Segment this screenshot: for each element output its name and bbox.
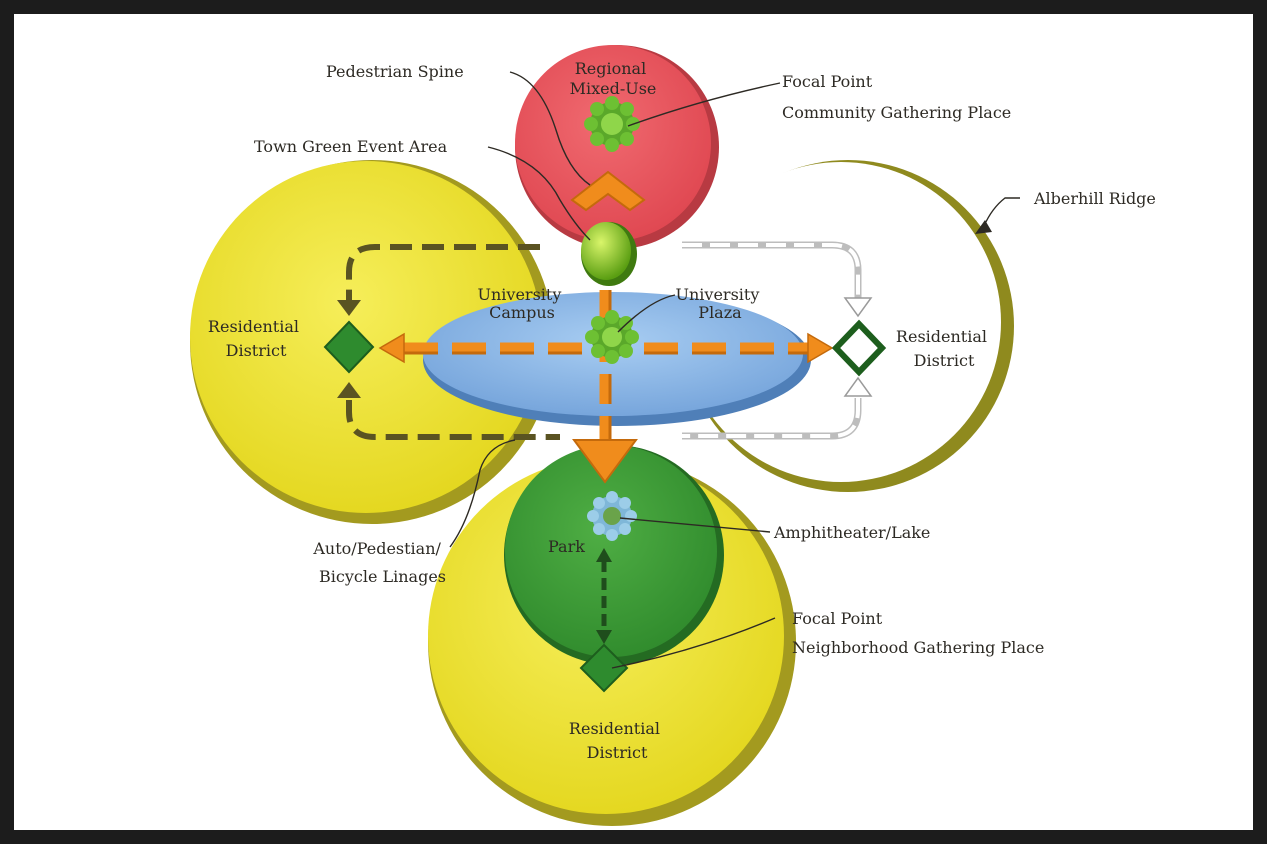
park-path: [596, 548, 612, 644]
label-park: Park: [548, 537, 585, 556]
label-pedestrian-spine: Pedestrian Spine: [326, 62, 464, 81]
label-auto-linkages: Auto/Pedestian/ Bicycle Linages: [312, 539, 446, 586]
focal-point-community-icon: [584, 96, 640, 152]
auto-linkage-loop-west: [337, 244, 560, 440]
amphitheater-lake-icon: [587, 491, 637, 541]
focal-point-diamond-west: [323, 320, 375, 374]
label-focal-point-community: Focal Point Community Gathering Place: [782, 72, 1011, 122]
label-town-green-event-area: Town Green Event Area: [254, 137, 448, 156]
town-green-event-area: [581, 222, 637, 286]
label-residential-district-south: Residential District: [569, 719, 665, 762]
label-university-plaza: University Plaza: [676, 285, 765, 322]
label-amphitheater-lake: Amphitheater/Lake: [773, 523, 930, 542]
auto-linkage-loop-east: [682, 241, 873, 440]
label-residential-district-west: Residential District: [208, 317, 304, 360]
label-focal-point-neighborhood: Focal Point Neighborhood Gathering Place: [792, 609, 1044, 657]
university-plaza-icon: [585, 310, 639, 364]
label-regional-mixed-use: Regional Mixed-Use: [570, 59, 657, 98]
label-residential-district-east: Residential District: [896, 327, 992, 370]
alberhill-arrowhead: [975, 220, 992, 234]
label-alberhill-ridge: Alberhill Ridge: [1033, 189, 1156, 208]
label-university-campus: University Campus: [478, 285, 567, 322]
focal-point-diamond-east: [831, 319, 887, 377]
park-zone: [504, 445, 724, 665]
focal-point-neighborhood-diamond: [579, 643, 629, 693]
leader-lines: [449, 71, 1020, 669]
